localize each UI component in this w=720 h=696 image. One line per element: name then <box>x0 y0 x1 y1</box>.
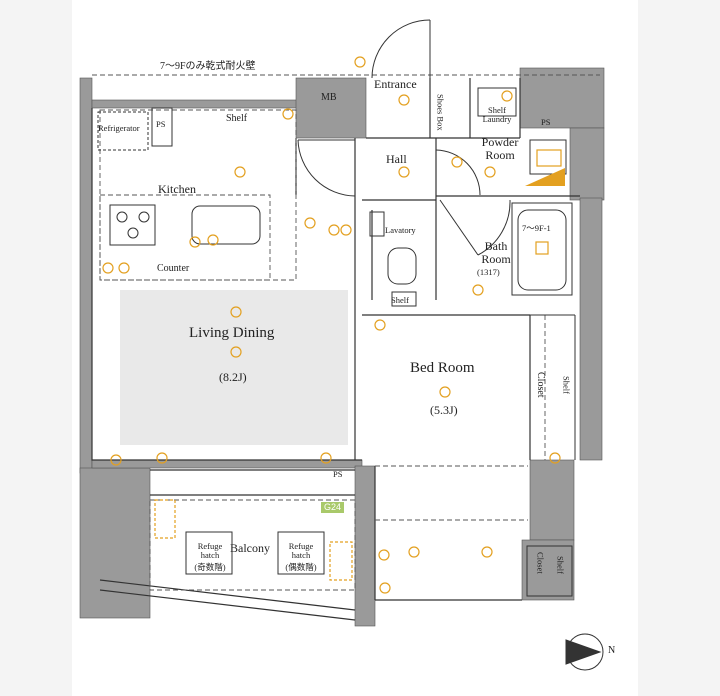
mb-label: MB <box>321 92 337 103</box>
shoes-box-label: Shoes Box <box>435 94 446 131</box>
lower-closet-label: Closet <box>535 552 546 574</box>
lavatory-label: Lavatory <box>385 225 416 235</box>
living-dining-size: (8.2J) <box>219 370 247 384</box>
counter-label: Counter <box>157 263 190 274</box>
refuge-hatch-2-label: Refuge hatch <box>288 541 314 560</box>
upper-closet-label: Closet <box>535 372 546 398</box>
electrical-fixtures <box>102 56 562 594</box>
walls <box>79 67 605 627</box>
bath-room-label: Bath Room <box>481 239 511 267</box>
kitchen-label: Kitchen <box>158 182 196 196</box>
wc-fixtures <box>369 211 417 307</box>
doors <box>297 19 511 256</box>
ps-top-left-label: PS <box>156 119 166 129</box>
refuge-hatch-1-note: (奇数階) <box>194 562 226 572</box>
refuge-hatch-1-label: Refuge hatch <box>197 541 223 560</box>
refrigerator-label: Refrigerator <box>98 123 140 133</box>
shelf-laundry-label: Shelf Laundry <box>482 105 512 124</box>
water-heater-icon <box>525 168 565 186</box>
refuge-hatches <box>185 531 325 575</box>
north-arrow-icon <box>565 633 604 671</box>
hall-label: Hall <box>386 152 407 166</box>
ps-bottom-label: PS <box>333 469 343 479</box>
bath-fixtures <box>477 87 573 296</box>
closet-lines <box>526 314 576 597</box>
living-dining-area <box>120 290 348 445</box>
refuge-hatch-2-note: (偶数階) <box>285 562 317 572</box>
north-label: N <box>608 645 616 656</box>
kitchen-fixtures <box>97 107 261 246</box>
entrance-label: Entrance <box>374 77 417 91</box>
gas-meter-badge: G24 <box>321 502 345 513</box>
bed-room-size: (5.3J) <box>430 403 458 417</box>
powder-room-label: Powder Room <box>481 135 519 163</box>
ps-right-label: PS <box>541 117 551 127</box>
upper-shelf-label: Shelf <box>561 376 572 394</box>
interior-lines <box>91 78 580 621</box>
bath-size-label: (1317) <box>477 267 500 277</box>
living-dining-label: Living Dining <box>189 325 275 341</box>
balcony-label: Balcony <box>230 541 270 555</box>
fire-wall-note: 7～9Fのみ乾式耐火壁 <box>160 61 256 72</box>
kitchen-shelf-label: Shelf <box>226 113 248 124</box>
bath-floor-note: 7～9F-1 <box>522 223 551 233</box>
bed-room-label: Bed Room <box>410 360 475 376</box>
dashed-lines <box>92 74 600 591</box>
lower-shelf-label: Shelf <box>555 556 566 574</box>
wc-shelf-label: Shelf <box>391 295 409 305</box>
